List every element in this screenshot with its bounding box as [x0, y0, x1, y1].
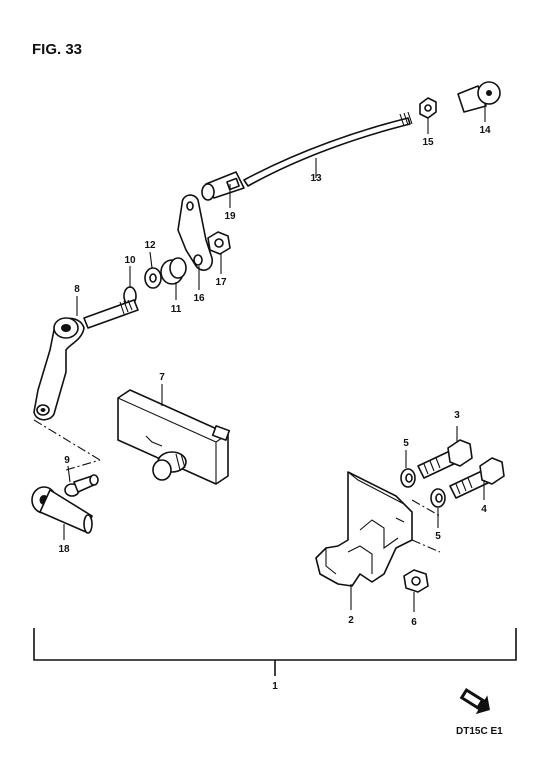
- callout-8: 8: [74, 284, 80, 295]
- leader-lines: [63, 104, 486, 612]
- callout-15: 15: [422, 137, 434, 148]
- part-12-washer: [144, 267, 162, 289]
- callout-18: 18: [58, 544, 70, 555]
- part-13-shift-rod: [243, 111, 413, 187]
- callout-5-lower: 5: [435, 531, 441, 542]
- part-8-lever-arm: [33, 299, 139, 421]
- dash-line-pin: [65, 459, 101, 471]
- part-18-joint: [31, 486, 93, 534]
- callout-12: 12: [144, 240, 156, 251]
- part-4-bolt: [449, 457, 505, 499]
- dash-line-bracket-lower: [411, 539, 441, 553]
- part-3-bolt: [417, 439, 473, 479]
- part-16-lever-plate: [177, 194, 213, 271]
- callout-1: 1: [272, 681, 278, 692]
- dash-line-lever: [33, 419, 101, 461]
- part-5-washer-upper: [400, 468, 416, 488]
- callouts: 1 2 3 4 5 5 6 7 8 9 10 11 12 13 14 15 16…: [58, 125, 491, 692]
- part-15-nut: [419, 97, 437, 119]
- part-2-bracket: [315, 471, 413, 587]
- part-6-nut: [403, 569, 429, 593]
- callout-3: 3: [454, 410, 460, 421]
- callout-5-upper: 5: [403, 438, 409, 449]
- dash-line-bracket-upper: [411, 499, 441, 517]
- part-19-rod-end: [201, 171, 245, 201]
- callout-16: 16: [193, 293, 205, 304]
- callout-11: 11: [171, 304, 182, 315]
- part-14-joint: [457, 81, 501, 113]
- part-17-nut: [207, 231, 231, 255]
- fwd-arrow-icon: [459, 688, 490, 715]
- part-9-pin: [64, 474, 99, 497]
- part-5-washer-lower: [430, 488, 446, 508]
- callout-14: 14: [479, 125, 491, 136]
- callout-13: 13: [310, 173, 322, 184]
- callout-7: 7: [159, 372, 165, 383]
- callout-9: 9: [64, 455, 70, 466]
- callout-4: 4: [481, 504, 487, 515]
- callout-2: 2: [348, 615, 354, 626]
- callout-19: 19: [224, 211, 236, 222]
- part-7-slider-block: [117, 389, 231, 485]
- assembly-bracket-line: [33, 628, 517, 676]
- drawing-code: DT15C E1: [456, 726, 503, 737]
- callout-17: 17: [215, 277, 227, 288]
- callout-6: 6: [411, 617, 417, 628]
- figure-title: FIG. 33: [32, 41, 82, 58]
- callout-10: 10: [124, 255, 136, 266]
- part-11-collar: [160, 257, 187, 285]
